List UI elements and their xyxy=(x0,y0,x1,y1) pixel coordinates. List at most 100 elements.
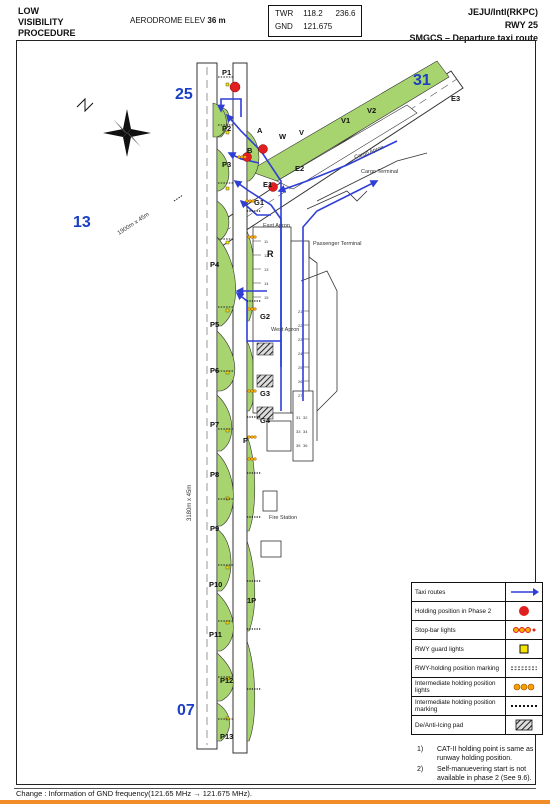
runway-designator-31: 31 xyxy=(413,72,431,89)
frequency-value: 118.2 xyxy=(303,9,323,18)
svg-text:12: 12 xyxy=(264,253,269,258)
svg-text:11: 11 xyxy=(264,239,269,244)
elevation-value: 36 m xyxy=(207,16,226,25)
runway-designators: 25 31 13 07 xyxy=(73,72,431,719)
svg-text:25: 25 xyxy=(298,365,303,370)
svg-text:G3: G3 xyxy=(260,389,270,398)
svg-text:34: 34 xyxy=(303,429,308,434)
dotted-marking-icon xyxy=(506,697,542,715)
note-text: Self-manuevering start is not available … xyxy=(437,766,532,782)
svg-text:P8: P8 xyxy=(210,470,219,479)
svg-text:21: 21 xyxy=(298,309,303,314)
footer-divider xyxy=(14,788,536,789)
frequency-box: TWR 118.2 236.6 GND 121.675 xyxy=(268,5,362,37)
holding-positions xyxy=(229,81,278,192)
frequency-value: 236.6 xyxy=(335,9,356,18)
svg-text:22: 22 xyxy=(298,323,303,328)
frequency-value: 121.675 xyxy=(303,22,333,31)
aerodrome-map: 11 12 13 14 15 21 22 23 24 25 26 27 31 3… xyxy=(16,40,543,785)
amber-lights-icon xyxy=(506,678,542,696)
svg-text:East Apron: East Apron xyxy=(263,223,290,229)
de-icing-pads xyxy=(256,342,274,420)
legend-row-taxi-routes: Taxi routes xyxy=(412,583,542,601)
runway-designator-13: 13 xyxy=(73,214,91,231)
svg-text:P2: P2 xyxy=(222,124,231,133)
north-arrow-icon xyxy=(76,97,151,157)
apron-area xyxy=(252,152,428,558)
svg-text:G1: G1 xyxy=(254,198,264,207)
change-note: Change : Information of GND frequency(12… xyxy=(16,789,252,798)
svg-text:27: 27 xyxy=(298,393,303,398)
legend-row-intermediate-lights: Intermediate holding position lights xyxy=(412,677,542,696)
svg-text:36: 36 xyxy=(303,443,308,448)
legend-label: De/Anti-Icing pad xyxy=(412,716,506,734)
frequency-row-twr: TWR 118.2 236.6 xyxy=(275,9,356,18)
yellow-square-icon xyxy=(506,640,542,658)
stand-numbers: 11 12 13 14 15 21 22 23 24 25 26 27 31 3… xyxy=(264,239,308,448)
frequency-row-gnd: GND 121.675 xyxy=(275,22,332,31)
svg-text:P7: P7 xyxy=(210,420,219,429)
stand-markers xyxy=(253,240,309,382)
svg-text:V1: V1 xyxy=(341,116,350,125)
svg-text:G2: G2 xyxy=(260,312,270,321)
procedure-title: LOW VISIBILITY PROCEDURE xyxy=(18,6,76,39)
svg-text:P10: P10 xyxy=(209,580,222,589)
aerodrome-chart-svg: 11 12 13 14 15 21 22 23 24 25 26 27 31 3… xyxy=(73,60,464,754)
svg-text:P4: P4 xyxy=(210,260,220,269)
svg-text:32: 32 xyxy=(303,415,308,420)
svg-text:Passenger Terminal: Passenger Terminal xyxy=(313,241,362,247)
chart-notes: 1) CAT-II holding point is same as runwa… xyxy=(417,746,547,786)
parallel-taxiway xyxy=(232,62,248,754)
airport-name: JEJU/Intl(RKPC) xyxy=(467,7,538,17)
svg-text:V: V xyxy=(299,128,304,137)
runway-holding-markings xyxy=(173,76,233,720)
svg-text:E3: E3 xyxy=(451,94,460,103)
legend-row-stop-bar: Stop-bar lights xyxy=(412,620,542,639)
legend-label: Holding position in Phase 2 xyxy=(412,602,506,620)
svg-text:W: W xyxy=(279,132,287,141)
legend-row-de-icing: De/Anti-Icing pad xyxy=(412,715,542,734)
grass-area-cross xyxy=(248,60,450,182)
svg-text:P6: P6 xyxy=(210,366,219,375)
legend-label: Taxi routes xyxy=(412,583,506,601)
svg-text:23: 23 xyxy=(298,337,303,342)
note-item: 2) Self-manuevering start is not availab… xyxy=(417,766,547,783)
svg-text:Fire Station: Fire Station xyxy=(269,515,297,521)
legend-row-holding-position: Holding position in Phase 2 xyxy=(412,601,542,620)
runway-13-31-dimensions: 1900m x 45m xyxy=(117,212,151,237)
runway-designator-07: 07 xyxy=(177,702,195,719)
svg-text:P13: P13 xyxy=(220,732,233,741)
svg-text:1P: 1P xyxy=(247,596,256,605)
svg-text:14: 14 xyxy=(264,281,269,286)
red-dot-icon xyxy=(506,602,542,620)
arrow-icon xyxy=(506,583,542,601)
legend-label: RWY guard lights xyxy=(412,640,506,658)
svg-text:15: 15 xyxy=(264,295,269,300)
svg-text:P11: P11 xyxy=(209,630,222,639)
frequency-name: GND xyxy=(275,22,293,31)
taxiway-labels: A B W V E1 E2 E3 V1 V2 G1 G2 G3 G4 R P 1… xyxy=(243,94,460,605)
svg-text:Cargo Terminal: Cargo Terminal xyxy=(361,169,398,175)
svg-text:E2: E2 xyxy=(295,164,304,173)
runway-07-25 xyxy=(196,62,218,750)
svg-text:26: 26 xyxy=(298,379,303,384)
note-number: 2) xyxy=(417,766,424,773)
svg-text:P5: P5 xyxy=(210,320,219,329)
svg-text:E1: E1 xyxy=(263,180,272,189)
svg-text:V2: V2 xyxy=(367,106,376,115)
svg-text:13: 13 xyxy=(264,267,269,272)
svg-text:G4: G4 xyxy=(260,416,271,425)
note-item: 1) CAT-II holding point is same as runwa… xyxy=(417,746,547,763)
chart-title-block: JEJU/Intl(RKPC) RWY 25 SMGCS – Departure… xyxy=(409,6,538,45)
svg-text:35: 35 xyxy=(296,443,301,448)
stopbar-icon xyxy=(506,621,542,639)
svg-text:P: P xyxy=(243,436,248,445)
svg-text:P3: P3 xyxy=(222,160,231,169)
svg-text:A: A xyxy=(257,126,263,135)
footer-accent-bar xyxy=(0,800,550,804)
svg-text:33: 33 xyxy=(296,429,301,434)
elevation-label: AERODROME ELEV xyxy=(130,16,206,25)
dashed-marking-icon xyxy=(506,659,542,677)
note-number: 1) xyxy=(417,746,424,753)
runway-designator-25: 25 xyxy=(175,86,193,103)
